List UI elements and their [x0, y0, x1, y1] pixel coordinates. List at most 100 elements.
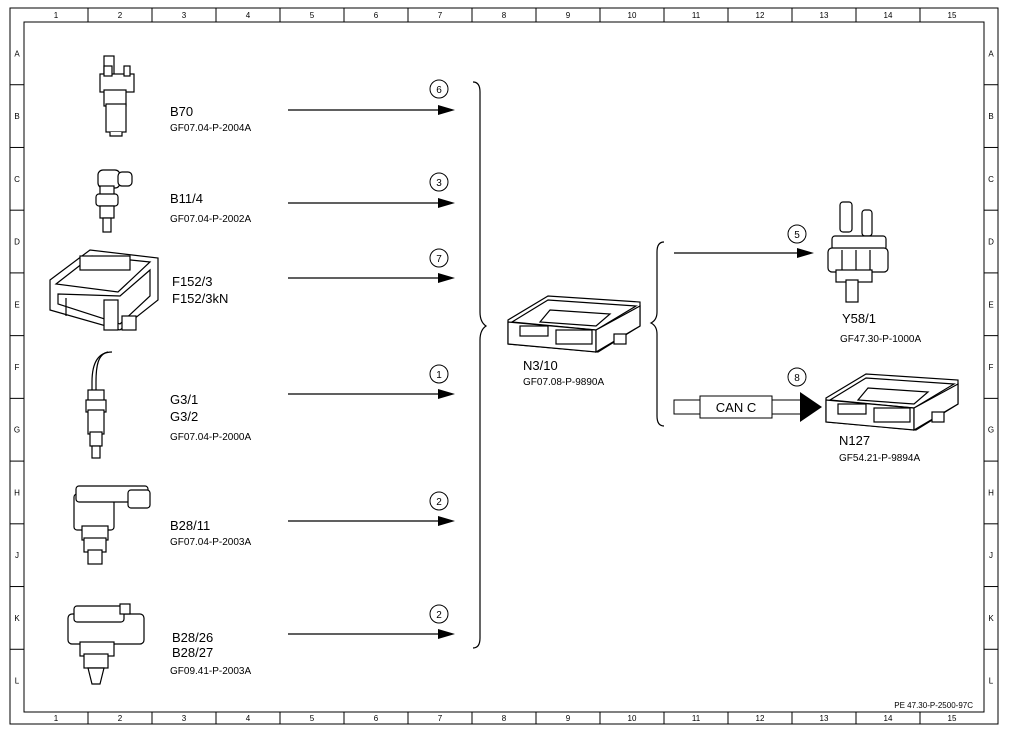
grid-column-label: 13 — [820, 11, 829, 20]
g3-2-label: G3/2 — [170, 409, 198, 424]
signal-number: 8 — [794, 373, 800, 384]
grid-column-label: 10 — [628, 714, 637, 723]
grid-column-label: 4 — [246, 714, 251, 723]
arrow-head-icon — [438, 629, 455, 639]
grid-row-label: L — [989, 677, 994, 686]
grid-column-label: 3 — [182, 11, 187, 20]
sensor-b70-icon — [99, 55, 135, 137]
grid-ticks — [10, 8, 998, 724]
grid-row-label: C — [988, 175, 994, 184]
b28-11-label: B28/11 — [170, 518, 210, 533]
sensor-b28-26-icon — [67, 603, 145, 685]
can-bus-left — [673, 399, 701, 415]
grid-row-label: K — [14, 614, 20, 623]
grid-row-label: A — [988, 49, 994, 58]
grid-column-label: 7 — [438, 714, 443, 723]
grid-column-label: 5 — [310, 714, 315, 723]
grid-column-label: 2 — [118, 714, 123, 723]
signal-number: 2 — [436, 610, 442, 621]
grid-column-label: 1 — [54, 11, 59, 20]
sensor-b11-4-icon — [95, 169, 133, 233]
grid-column-label: 9 — [566, 714, 571, 723]
grid-column-label: 10 — [628, 11, 637, 20]
b70-label: B70 — [170, 104, 193, 119]
grid-column-label: 15 — [948, 714, 957, 723]
grid-row-label: F — [15, 363, 20, 372]
valve-y58-1-icon — [827, 201, 889, 303]
grid-row-label: E — [14, 300, 19, 309]
b28-26-label: B28/26 — [172, 630, 213, 645]
signal-number-badge — [429, 172, 449, 192]
grid-row-label: K — [988, 614, 994, 623]
grid-column-label: 8 — [502, 11, 507, 20]
grid-row-label: D — [988, 238, 994, 247]
signal-number: 3 — [436, 178, 442, 189]
arrow-head-icon — [797, 248, 814, 258]
module-f152-3-icon — [49, 249, 159, 331]
grid-row-label: G — [14, 426, 20, 435]
control-unit-n127-icon — [825, 373, 959, 432]
bus-arrow-head-icon — [800, 392, 822, 422]
grid-column-label: 6 — [374, 11, 379, 20]
grid-column-label: 12 — [756, 714, 765, 723]
grid-row-label: B — [988, 112, 993, 121]
sheet-frame — [9, 7, 999, 725]
can-bus-right — [771, 399, 803, 415]
signal-number-badge — [429, 364, 449, 384]
grid-row-label: B — [14, 112, 19, 121]
grid-column-label: 12 — [756, 11, 765, 20]
grid-column-label: 6 — [374, 714, 379, 723]
grid-column-label: 2 — [118, 11, 123, 20]
input-brace — [472, 81, 488, 649]
grid-labels: 1122334455667788991010111112121313141415… — [14, 11, 994, 723]
arrow-head-icon — [438, 389, 455, 399]
n3-10-code: GF07.08-P-9890A — [523, 377, 604, 388]
grid-row-label: A — [14, 49, 20, 58]
b11-4-label: B11/4 — [170, 191, 203, 206]
grid-column-label: 9 — [566, 11, 571, 20]
b11-4-code: GF07.04-P-2002A — [170, 214, 251, 225]
grid-column-label: 13 — [820, 714, 829, 723]
signal-number-badge — [429, 604, 449, 624]
b70-code: GF07.04-P-2004A — [170, 123, 251, 134]
b28-11-code: GF07.04-P-2003A — [170, 537, 251, 548]
grid-column-label: 14 — [884, 11, 893, 20]
grid-column-label: 11 — [692, 11, 701, 20]
grid-row-label: D — [14, 238, 20, 247]
b28-26-code: GF09.41-P-2003A — [170, 666, 251, 677]
grid-column-label: 15 — [948, 11, 957, 20]
grid-column-label: 3 — [182, 714, 187, 723]
f152-3-label: F152/3 — [172, 274, 212, 289]
n127-label: N127 — [839, 433, 870, 448]
sensor-b28-11-icon — [73, 485, 151, 565]
grid-column-label: 14 — [884, 714, 893, 723]
f152-3kn-label: F152/3kN — [172, 291, 228, 306]
signal-number-badge — [787, 224, 807, 244]
oxygen-sensor-g3-icon — [85, 351, 113, 459]
grid-column-label: 1 — [54, 714, 59, 723]
output-brace — [649, 241, 665, 427]
arrow-head-icon — [438, 516, 455, 526]
n127-code: GF54.21-P-9894A — [839, 453, 920, 464]
arrow-head-icon — [438, 273, 455, 283]
g3-1-label: G3/1 — [170, 392, 198, 407]
signal-number-badge — [429, 491, 449, 511]
signal-number: 5 — [794, 230, 800, 241]
signal-number: 6 — [436, 85, 442, 96]
n3-10-label: N3/10 — [523, 358, 558, 373]
signal-number-badge — [429, 248, 449, 268]
grid-column-label: 8 — [502, 714, 507, 723]
grid-column-label: 7 — [438, 11, 443, 20]
grid-row-label: E — [988, 300, 993, 309]
grid-row-label: H — [988, 488, 994, 497]
signal-number-badge — [429, 79, 449, 99]
grid-row-label: J — [989, 551, 993, 560]
y58-1-code: GF47.30-P-1000A — [840, 334, 921, 345]
arrow-head-icon — [438, 198, 455, 208]
b28-27-label: B28/27 — [172, 645, 213, 660]
document-reference: PE 47.30-P-2500-97C — [894, 701, 973, 710]
grid-row-label: G — [988, 426, 994, 435]
grid-row-label: L — [15, 677, 20, 686]
